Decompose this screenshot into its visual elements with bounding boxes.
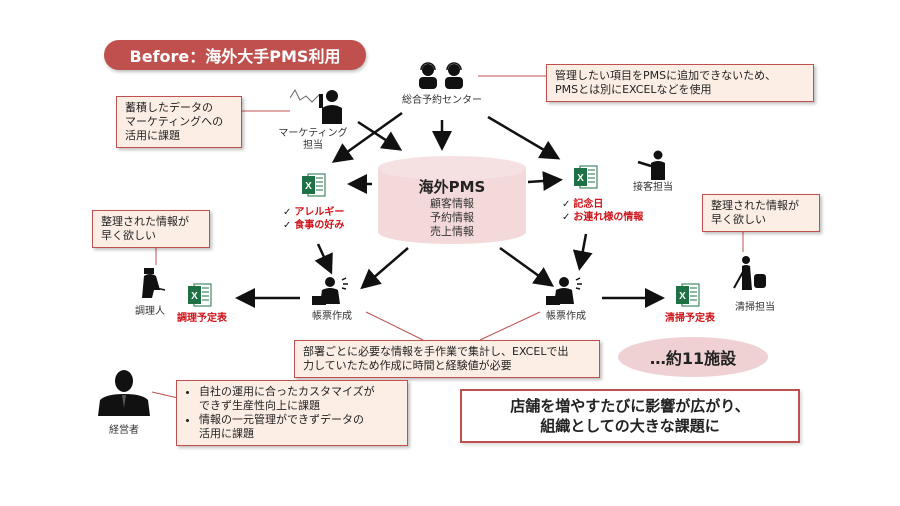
svg-text:X: X [305,181,312,192]
svg-text:X: X [679,291,686,302]
issue-item: 情報の一元管理ができずデータの 活用に課題 [199,413,399,441]
issue-item: 自社の運用に合ったカスタマイズが できず生産性向上に課題 [199,385,399,413]
note-line: 部署ごとに必要な情報を手作業で集計し、EXCELで出 [303,345,569,358]
cleaning-schedule-label: 清掃予定表 [665,313,715,324]
arrow-pms-to-left-form [360,247,409,290]
marketing-label-line: 担当 [303,140,323,151]
note-line: 蓄積したデータの [125,101,213,114]
conclusion-line: 組織としての大きな課題に [540,417,720,435]
cook-icon [136,266,166,302]
svg-text:X: X [577,173,584,184]
cook-label: 調理人 [135,306,165,317]
pms-item: 売上情報 [430,225,474,238]
note-line: 整理された情報が [101,215,189,228]
note-line: PMSとは別にEXCELなどを使用 [555,83,712,96]
check-item: ✓食事の好み [283,220,345,231]
cleaner-icon [732,256,768,294]
marketing-person-icon [289,88,350,130]
issue-line: できず生産性向上に課題 [199,399,320,412]
arrow-center-to-right-excel [487,115,561,160]
form-creator-icon [546,276,586,310]
pms-item: 顧客情報 [430,197,474,210]
cooking-schedule-label: 調理予定表 [177,313,227,324]
pms-database-cylinder [378,156,526,244]
cook-callout: 整理された情報が 早く欲しい [92,210,210,248]
check-item: ✓アレルギー [283,207,345,218]
callout-line-forms-right [479,311,541,341]
check-item: ✓お連れ様の情報 [562,212,644,223]
reception-label: 接客担当 [633,182,673,193]
arrow-pms-to-right-form [499,246,555,287]
note-line: 活用に課題 [125,129,180,142]
executive-callout: 自社の運用に合ったカスタマイズが できず生産性向上に課題 情報の一元管理ができず… [176,380,408,446]
facilities-count-badge: …約11施設 [618,337,768,377]
svg-text:X: X [191,291,198,302]
excel-icon: X [188,282,212,312]
check-item: ✓記念日 [562,199,604,210]
note-line: 早く欲しい [711,213,766,226]
marketing-callout: 蓄積したデータの マーケティングへの 活用に課題 [116,96,242,148]
cleaner-label: 清掃担当 [735,302,775,313]
form-creator-right-label: 帳票作成 [546,311,586,322]
arrow-center-to-left-excel [331,111,403,163]
arrow-marketing-to-pms [357,120,403,151]
pms-database: 海外PMS 顧客情報 予約情報 売上情報 [380,176,524,239]
executive-issues-list: 自社の運用に合ったカスタマイズが できず生産性向上に課題 情報の一元管理ができず… [185,385,399,441]
left-excel-checklist: ✓アレルギー ✓食事の好み [283,206,344,232]
form-creator-left-label: 帳票作成 [312,311,352,322]
pms-title: 海外PMS [418,178,486,196]
reservation-center-icon [416,62,468,96]
form-creator-icon [312,276,352,310]
arrow-pms-to-right-excel [527,171,563,191]
executive-label: 経営者 [109,425,139,436]
note-line: 整理された情報が [711,199,799,212]
callout-line-executive [151,391,179,399]
issue-line: 活用に課題 [199,427,254,440]
right-excel-checklist: ✓記念日 ✓お連れ様の情報 [562,198,643,224]
issue-line: 自社の運用に合ったカスタマイズが [199,385,375,398]
reservation-center-label: 総合予約センター [402,95,482,106]
reservation-callout: 管理したい項目をPMSに追加できないため、 PMSとは別にEXCELなどを使用 [546,64,814,102]
note-line: 管理したい項目をPMSに追加できないため、 [555,69,777,82]
executive-icon [96,370,152,420]
page-title: Before：海外大手PMS利用 [104,40,366,70]
pms-item: 予約情報 [430,211,474,224]
note-line: 早く欲しい [101,229,156,242]
note-line: マーケティングへの [125,115,224,128]
marketing-label-line: マーケティング [278,128,348,139]
issue-line: 情報の一元管理ができずデータの [199,413,364,426]
cleaning-callout: 整理された情報が 早く欲しい [702,194,820,232]
conclusion-box: 店舗を増やすたびに影響が広がり、 組織としての大きな課題に [460,389,800,443]
arrow-right-excel-to-form [572,233,593,271]
marketing-label: マーケティング 担当 [278,128,348,152]
excel-icon: X [302,172,326,202]
callout-line-forms-left [365,311,424,341]
reception-person-icon [636,150,668,184]
excel-icon: X [676,282,700,312]
forms-callout: 部署ごとに必要な情報を手作業で集計し、EXCELで出 力していたため作成に時間と… [294,340,600,378]
note-line: 力していたため作成に時間と経験値が必要 [303,359,512,372]
arrow-left-excel-to-form [314,243,333,275]
excel-icon: X [574,164,598,194]
conclusion-line: 店舗を増やすたびに影響が広がり、 [510,397,750,415]
